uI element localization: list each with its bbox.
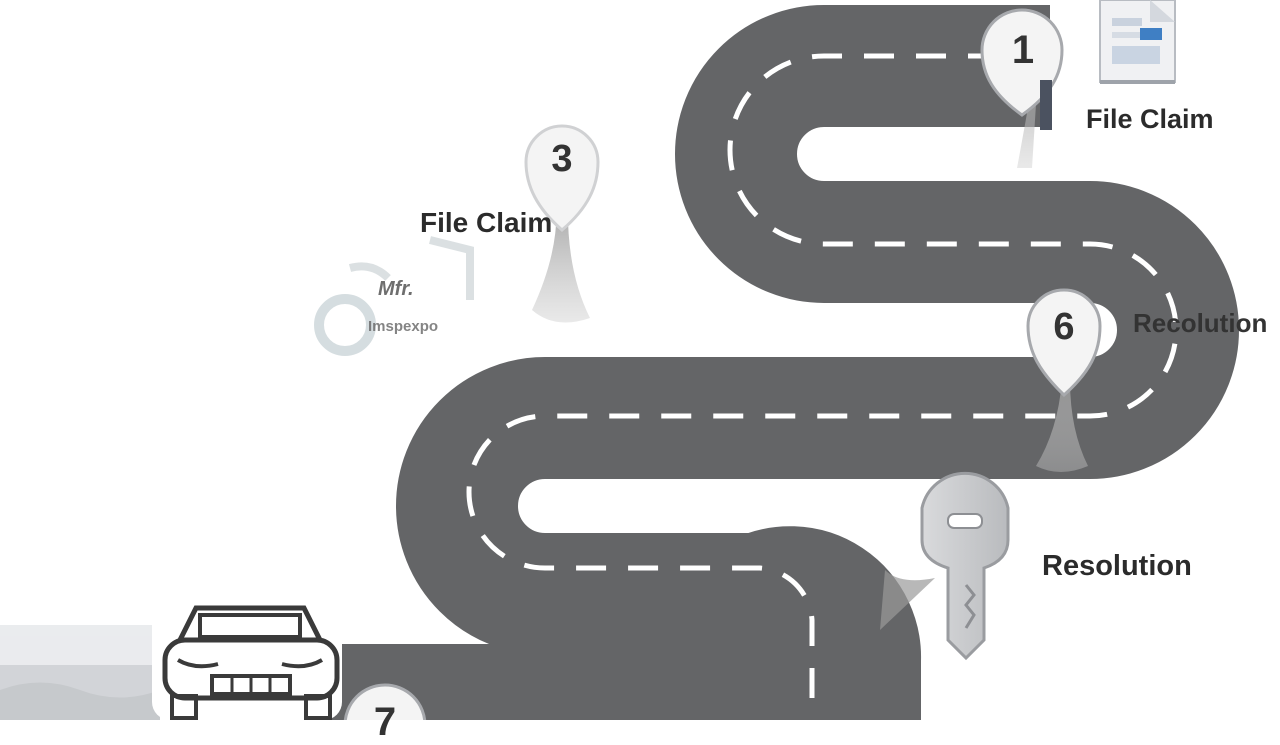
- milestone-number-3: 3: [551, 138, 573, 180]
- milestone-pin-1: [980, 8, 1064, 168]
- milestone-number-1: 1: [1011, 28, 1035, 72]
- key-icon: [880, 471, 1010, 661]
- milestone-label-file-claim-left: File Claim: [420, 207, 553, 238]
- claim-roadmap-diagram: [0, 0, 1239, 720]
- faint-label-imspexpo: Imspexpo: [368, 318, 439, 335]
- car-icon: [152, 590, 342, 720]
- faint-logo-icon: [314, 236, 474, 356]
- milestone-number-6: 6: [1053, 306, 1075, 348]
- road: [220, 5, 1239, 720]
- faint-label-mfr: Mfr.: [378, 278, 414, 300]
- road-center-dashes: [466, 53, 1179, 720]
- milestone-pin-6: [1026, 288, 1102, 472]
- resolution-label: Resolution: [1042, 550, 1192, 582]
- milestone-pin-3: [524, 124, 600, 323]
- document-icon: [1099, 0, 1176, 84]
- background-haze: [0, 625, 160, 720]
- milestone-label-file-claim-top: File Claim: [1086, 104, 1214, 134]
- milestone-pin-7: [343, 683, 427, 720]
- milestone-number-7: 7: [373, 700, 397, 744]
- milestone-label-recolution: Recolution: [1133, 308, 1268, 338]
